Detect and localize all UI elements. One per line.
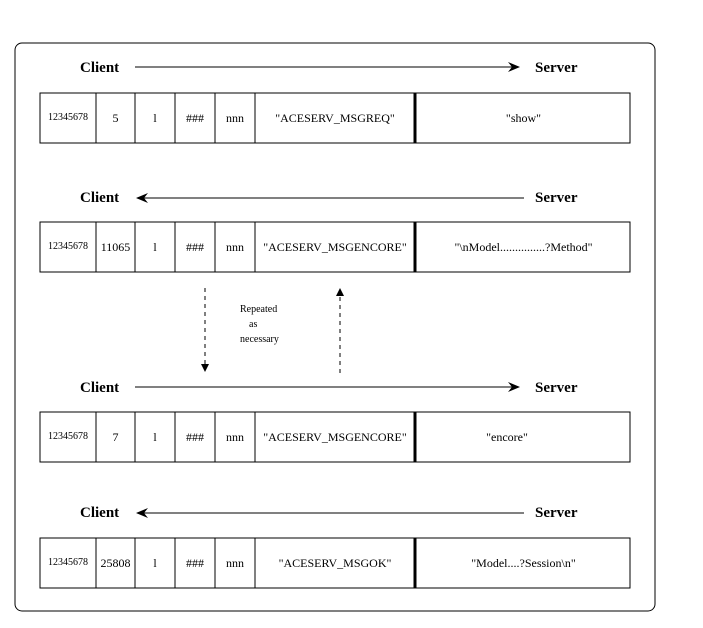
- msg4-field-type: "ACESERV_MSGOK": [278, 556, 392, 570]
- msg4-field-nnn: nnn: [226, 556, 244, 570]
- msg3-record: [39, 411, 631, 463]
- msg1-field-length: 5: [112, 111, 119, 125]
- repeat-note-line3: necessary: [240, 334, 279, 345]
- msg3-server-label: Server: [535, 380, 578, 396]
- msg3-client-label: Client: [80, 380, 120, 396]
- msg1-server-label: Server: [535, 60, 578, 76]
- msg1-field-type: "ACESERV_MSGREQ": [275, 111, 395, 125]
- msg1-field-hash: ###: [186, 111, 204, 125]
- msg3-field-length: 7: [112, 430, 119, 444]
- msg3-field-l: l: [153, 430, 157, 444]
- msg2-record: [39, 221, 631, 273]
- msg3-payload: "encore": [486, 430, 528, 444]
- repeat-note-line1: Repeated: [240, 304, 278, 315]
- msg2-field-hash: ###: [186, 240, 204, 254]
- msg3-field-hash: ###: [186, 430, 204, 444]
- msg2-field-nnn: nnn: [226, 240, 244, 254]
- msg4-field-length: 25808: [100, 556, 131, 570]
- msg2-field-type: "ACESERV_MSGENCORE": [263, 240, 407, 254]
- msg4-payload: "Model....?Session\n": [471, 556, 576, 570]
- msg4-field-l: l: [153, 556, 157, 570]
- msg1-field-id: 12345678: [48, 112, 88, 123]
- msg1-record: [39, 92, 631, 144]
- msg3-field-type: "ACESERV_MSGENCORE": [263, 430, 407, 444]
- msg4-server-label: Server: [535, 505, 578, 521]
- msg2-server-label: Server: [535, 190, 578, 206]
- msg2-field-l: l: [153, 240, 157, 254]
- msg3-field-nnn: nnn: [226, 430, 244, 444]
- outer-frame: [14, 42, 656, 612]
- msg4-record: [39, 537, 631, 589]
- msg1-payload: "show": [505, 111, 542, 125]
- msg3-field-id: 12345678: [48, 431, 88, 442]
- msg1-field-nnn: nnn: [226, 111, 244, 125]
- msg2-payload: "\nModel...............?Method": [454, 240, 593, 254]
- msg2-client-label: Client: [80, 190, 120, 206]
- msg1-client-label: Client: [80, 60, 120, 76]
- msg1-field-l: l: [153, 111, 157, 125]
- msg2-field-length: 11065: [100, 240, 131, 254]
- msg4-client-label: Client: [80, 505, 120, 521]
- msg4-field-id: 12345678: [48, 557, 88, 568]
- msg4-field-hash: ###: [186, 556, 204, 570]
- repeat-note-line2: as: [249, 319, 258, 330]
- msg2-field-id: 12345678: [48, 241, 88, 252]
